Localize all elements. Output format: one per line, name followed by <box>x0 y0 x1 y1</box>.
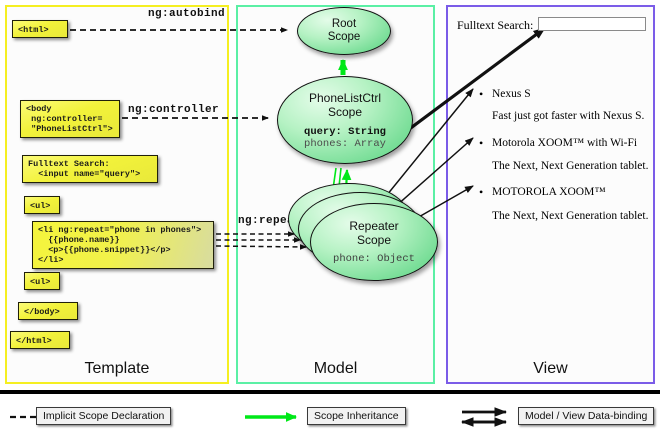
scope-ctrl-title-line2: Scope <box>327 104 363 119</box>
scope-repeater-front: Repeater Scope phone: Object <box>310 203 438 281</box>
scope-phonelistctrl: PhoneListCtrl Scope query: String phones… <box>277 76 413 164</box>
code-box-fulltext-search: Fulltext Search: <input name="query"> <box>22 155 158 183</box>
code-box-body-close: </body> <box>18 302 78 320</box>
scope-field-query: query: String <box>304 125 386 138</box>
scope-ctrl-fields: query: String phones: Array <box>304 126 386 150</box>
scope-field-phones: phones: Array <box>304 137 386 150</box>
scope-rep-title-line1: Repeater <box>349 219 399 233</box>
scope-rep-title-line2: Scope <box>356 233 392 247</box>
view-item-name-1: Nexus S <box>479 87 531 102</box>
view-item-name-3: MOTOROLA XOOM™ <box>479 185 606 200</box>
edge-label-ng-autobind: ng:autobind <box>148 8 226 20</box>
legend-label-model-view-data-binding: Model / View Data-binding <box>518 407 655 425</box>
view-item-snippet-1: Fast just got faster with Nexus S. <box>492 110 645 122</box>
view-content: Fulltext Search: Nexus S Fast just got f… <box>452 10 650 378</box>
scope-root: Root Scope <box>297 7 391 55</box>
code-box-html: <html> <box>12 20 68 38</box>
legend-separator <box>0 390 660 394</box>
scope-field-phone: phone: Object <box>333 253 415 265</box>
code-box-li-repeat: <li ng:repeat="phone in phones"> {{phone… <box>32 221 214 269</box>
column-template <box>5 5 229 384</box>
view-search-input[interactable] <box>538 17 646 31</box>
edge-label-ng-repeat: ng:repeat <box>238 215 302 227</box>
scope-root-title-line1: Root <box>331 18 357 30</box>
view-item-name-2: Motorola XOOM™ with Wi-Fi <box>479 136 637 151</box>
code-box-html-close: </html> <box>10 331 70 349</box>
legend-label-scope-inheritance: Scope Inheritance <box>307 407 406 425</box>
scope-root-title-line2: Scope <box>327 31 361 43</box>
column-label-model: Model <box>313 360 358 377</box>
view-search-label: Fulltext Search: <box>457 18 534 32</box>
scope-ctrl-title-line1: PhoneListCtrl <box>308 90 382 105</box>
code-box-ul-close: <ul> <box>24 272 60 290</box>
column-label-template: Template <box>84 360 150 377</box>
code-box-ul-open: <ul> <box>24 196 60 214</box>
edge-label-ng-controller: ng:controller <box>128 104 220 116</box>
view-item-snippet-3: The Next, Next Generation tablet. <box>492 210 649 222</box>
scope-repeater-stack: Repeater Scope phone: Object <box>288 183 438 281</box>
legend-label-implicit-scope-declaration: Implicit Scope Declaration <box>36 407 172 425</box>
view-item-snippet-2: The Next, Next Generation tablet. <box>492 160 649 172</box>
column-label-view: View <box>533 360 568 377</box>
code-box-body: <body ng:controller= "PhoneListCtrl"> <box>20 100 120 138</box>
